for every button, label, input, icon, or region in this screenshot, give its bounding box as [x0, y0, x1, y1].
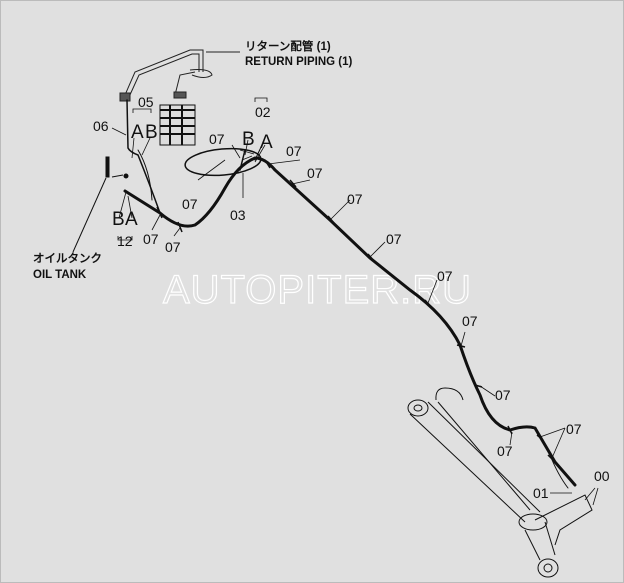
- port-b-12: B: [112, 209, 125, 230]
- leader-lines: [111, 97, 599, 506]
- callout-07: 07: [286, 143, 302, 159]
- port-a-02: A: [260, 132, 273, 153]
- callout-07: 07: [165, 239, 181, 255]
- return-piping-label-jp: リターン配管 (1): [245, 39, 331, 53]
- callout-07: 07: [497, 443, 513, 459]
- callout-07: 07: [495, 387, 511, 403]
- port-a-05: A: [131, 122, 144, 143]
- oil-tank-leader: [72, 156, 129, 253]
- return-piping: [119, 49, 240, 102]
- callout-06: 06: [93, 118, 109, 134]
- watermark: AUTOPITER.RU: [163, 268, 472, 312]
- port-b-05: B: [145, 122, 158, 143]
- port-b-02: B: [242, 129, 255, 150]
- callout-07: 07: [347, 191, 363, 207]
- hydraulic-cylinder: [407, 387, 593, 578]
- callout-07: 07: [209, 131, 225, 147]
- callout-12: 12: [117, 233, 133, 249]
- callout-07: 07: [182, 196, 198, 212]
- oil-tank-label-jp: オイルタンク: [33, 251, 102, 265]
- callout-02: 02: [255, 104, 271, 120]
- callout-03: 03: [230, 207, 246, 223]
- oil-tank-label-en: OIL TANK: [33, 269, 87, 281]
- callout-07: 07: [386, 231, 402, 247]
- return-piping-label-en: RETURN PIPING (1): [245, 56, 353, 68]
- callout-01: 01: [533, 485, 549, 501]
- callout-05: 05: [138, 94, 154, 110]
- callout-00: 00: [594, 468, 610, 484]
- callout-07: 07: [437, 268, 453, 284]
- callout-07: 07: [462, 313, 478, 329]
- callout-07: 07: [307, 165, 323, 181]
- callout-07: 07: [143, 231, 159, 247]
- callout-07: 07: [566, 421, 582, 437]
- hose-callouts: 07 07 07 07 07 07 07 07 07 07 07 07 07: [143, 131, 582, 459]
- control-valve: [159, 104, 196, 146]
- port-a-12: A: [125, 209, 138, 230]
